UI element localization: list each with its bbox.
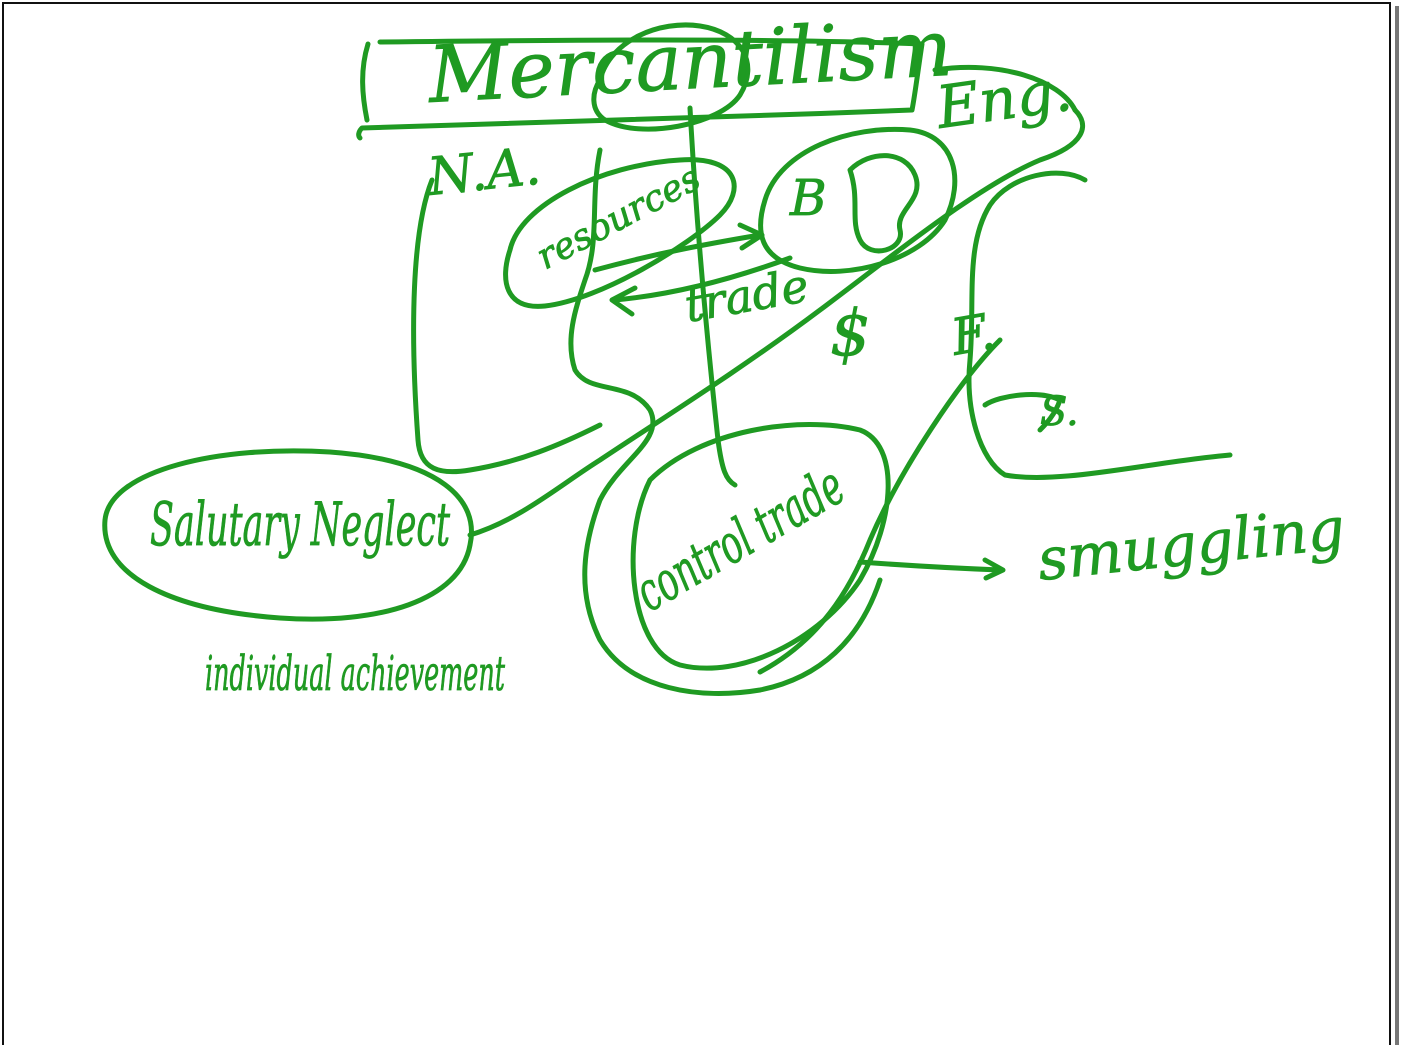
canvas-edge-shadow [1395, 6, 1399, 1045]
france-label: F. [946, 302, 999, 367]
long-loop-right [757, 337, 1003, 675]
england-curve [932, 64, 1078, 113]
control-trade-label: control trade [624, 454, 855, 624]
england-label: Eng. [931, 56, 1075, 142]
individual-achievement-label: individual achievement [205, 646, 505, 702]
salutary-neglect-label: Salutary Neglect [150, 490, 451, 560]
control-trade-oval [630, 421, 891, 671]
france-spain-bracket [966, 170, 1233, 480]
salutary-neglect-oval [102, 448, 474, 622]
control-trade-text: control trade [624, 454, 855, 624]
north-america-label: N.A. [423, 136, 543, 208]
salutary-neglect-text: Salutary Neglect [150, 490, 451, 560]
smuggling-label: smuggling [1034, 494, 1347, 594]
title-label: Mercantilism [424, 4, 954, 121]
link-england-diagonal [467, 107, 1086, 538]
spain-marker [982, 392, 1063, 433]
dollar-label: $ [830, 297, 871, 371]
smuggling-arrow [857, 557, 1006, 581]
england-outline [847, 153, 920, 254]
resources-label: resources [530, 158, 707, 278]
link-title-to-control [687, 105, 738, 488]
individual-achievement-text: individual achievement [205, 646, 505, 702]
spain-label: S. [1040, 389, 1079, 435]
link-na-to-neglect [411, 177, 603, 475]
americas-outline [568, 147, 883, 696]
resources-oval [503, 157, 737, 309]
britain-label: B [789, 169, 827, 227]
title-box [356, 37, 925, 141]
title-circle [591, 22, 751, 132]
trade-arrow-right [592, 222, 765, 273]
